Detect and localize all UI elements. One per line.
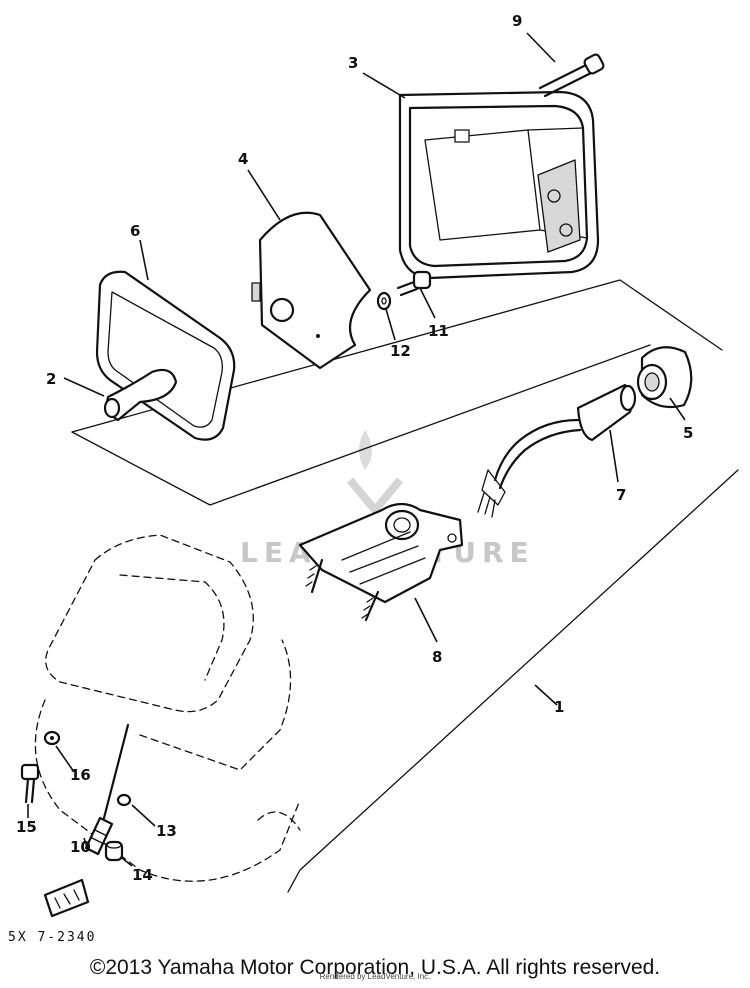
callout-1: 1 [554,698,564,716]
callout-15: 15 [16,818,37,836]
callout-6: 6 [130,222,140,240]
part-2-bulb [103,368,178,422]
part-4-reflector-plate [251,211,372,370]
callout-10: 10 [70,838,91,856]
bracket-upper-edge [71,279,723,433]
watermark-v-icon [346,477,404,517]
callout-12: 12 [390,342,411,360]
callout-14: 14 [132,866,153,884]
callout-8: 8 [432,648,442,666]
callout-7: 7 [616,486,626,504]
watermark-flame-icon [359,430,372,470]
leader-lines [27,32,686,867]
part-13-nut [116,793,132,807]
callout-2: 2 [46,370,56,388]
callout-16: 16 [70,766,91,784]
part-9-long-screw [538,53,605,98]
part-10-bolt [84,723,130,856]
part-15-bolt [20,763,40,804]
part-5-grommet [636,346,693,409]
part-two-label-plate [43,878,90,918]
courtesy-notice: Rendered by LeadVenture, Inc. [319,972,431,981]
callout-9: 9 [512,12,522,30]
diagram-code: 5X 7-2340 [8,930,97,945]
callout-5: 5 [683,424,693,442]
part-16-washer [43,730,61,746]
callout-13: 13 [156,822,177,840]
assembly-bracket-outline [71,279,739,893]
bracket-right-edge [287,469,739,893]
part-14-spacer [104,840,124,862]
part-11-small-screw [396,270,432,297]
part-8-mounting-bracket [298,502,464,622]
callout-11: 11 [428,322,449,340]
callout-3: 3 [348,54,358,72]
copyright-notice: ©2013 Yamaha Motor Corporation, U.S.A. A… [89,956,661,979]
bracket-lower-edge [71,344,651,506]
part-7-socket-cord [477,383,637,518]
callout-4: 4 [238,150,248,168]
callouts: 9 3 4 6 2 11 12 5 7 8 1 16 15 10 13 14 [16,12,693,884]
part-6-lens [95,270,236,441]
part-12-washer [376,291,392,311]
part-3-taillight-housing [398,90,600,280]
rear-fender-phantom [34,534,301,882]
